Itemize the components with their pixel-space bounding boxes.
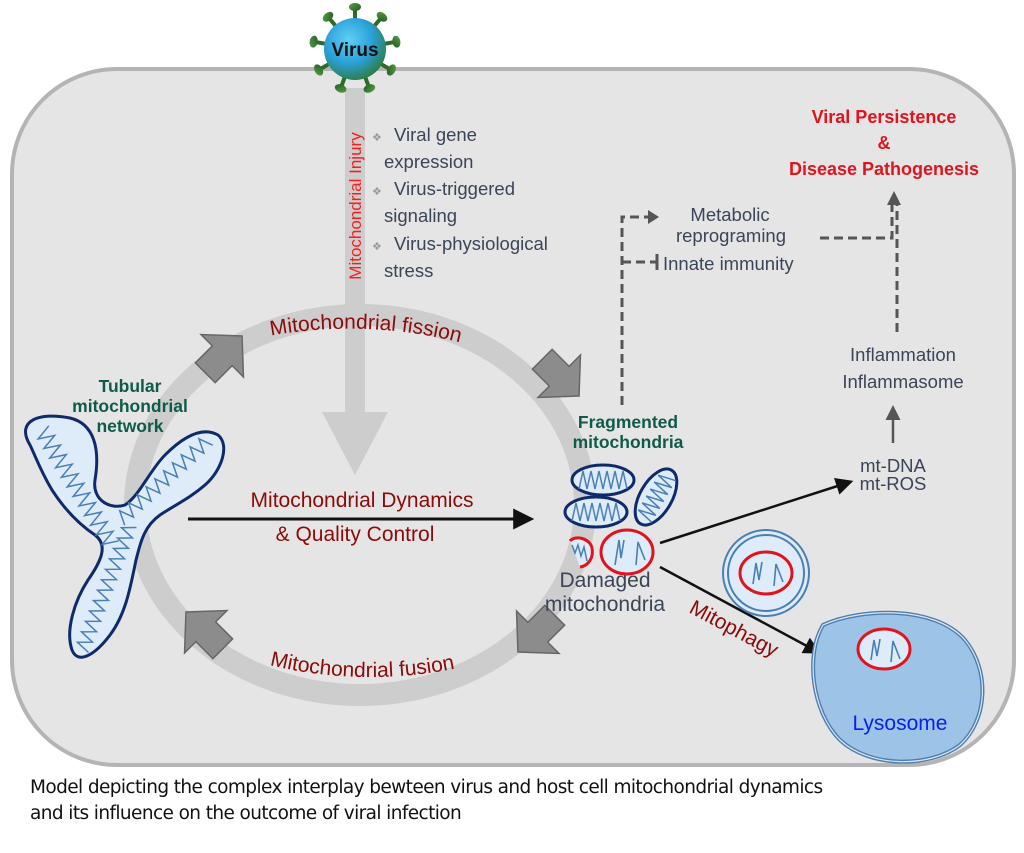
cause-1-line1: Viral gene — [394, 124, 477, 145]
cause-3-line2: stress — [384, 260, 433, 281]
metabolic-label-line1: Metabolic — [690, 204, 769, 225]
injury-shaft — [345, 88, 365, 418]
injury-arrowhead — [322, 412, 388, 475]
quality-control-label: & Quality Control — [276, 523, 435, 546]
cause-1-line2: expression — [384, 151, 473, 172]
inflammasome-label: Inflammasome — [842, 371, 963, 392]
virus-spike-tip — [376, 11, 388, 22]
tubular-label-line3: network — [96, 416, 163, 436]
lysosome-label: Lysosome — [853, 712, 948, 735]
virus-spike-tip — [322, 11, 334, 22]
mt-ros-label: mt-ROS — [860, 473, 927, 494]
cycle-arrow-fission-start — [194, 333, 245, 384]
dashed-metabolic-to-outcome — [820, 205, 894, 240]
virus-spike-tip — [363, 84, 376, 93]
metabolic-label-line2: reprograming — [676, 225, 786, 246]
damaged-label-line2: mitochondria — [545, 593, 666, 616]
fragmented-label-line1: Fragmented — [578, 412, 678, 432]
tubular-mitochondrial-network — [24, 414, 226, 659]
virus-icon: Virus — [309, 3, 401, 93]
virus-spike-tip — [314, 64, 324, 76]
cycle-arrow-fusion-start — [515, 604, 566, 655]
dashed-from-fragmented — [620, 215, 648, 405]
injury-causes-list: ❖ Viral gene expression ❖ Virus-triggere… — [372, 124, 548, 281]
tubular-label-line2: mitochondrial — [72, 396, 188, 416]
caption-line2: and its influence on the outcome of vira… — [30, 803, 462, 824]
virus-spike-tip — [386, 64, 396, 76]
figure-caption: Model depicting the complex interplay be… — [30, 775, 1010, 827]
mt-dna-label: mt-DNA — [860, 455, 926, 476]
innate-immunity-label: Innate immunity — [663, 253, 794, 274]
mitochondrial-injury-label: Mitochondrial Injury — [346, 132, 365, 280]
cause-2-line2: signaling — [384, 205, 457, 226]
outcome-arrowhead — [887, 191, 901, 205]
damaged-mitochondria — [568, 528, 655, 576]
bullet-icon: ❖ — [372, 241, 382, 253]
fragmented-label-line2: mitochondria — [573, 432, 684, 452]
autophagosome — [722, 529, 810, 617]
bullet-icon: ❖ — [372, 132, 382, 144]
cycle-arrow-fission-end — [531, 348, 582, 399]
arrow-to-mtdna — [659, 477, 854, 545]
fragmented-mitochondria — [563, 463, 679, 529]
cycle-arrow-fusion-end — [183, 609, 234, 660]
cause-2-line1: Virus-triggered — [394, 178, 515, 199]
lysosome — [811, 610, 985, 764]
virus-spike-tip — [309, 35, 318, 48]
metabolic-arrowhead — [648, 210, 659, 224]
damaged-label-line1: Damaged — [559, 569, 650, 592]
outcome-line1: Viral Persistence — [812, 107, 957, 127]
cause-3-line1: Virus-physiological — [394, 233, 548, 254]
dashed-pathways — [620, 205, 899, 405]
virus-spike-tip — [349, 3, 361, 11]
outcome-line3: Disease Pathogenesis — [789, 159, 979, 179]
arrow-to-lysosome — [659, 565, 822, 654]
virus-label: Virus — [331, 40, 378, 61]
bullet-icon: ❖ — [372, 186, 382, 198]
dynamics-label: Mitochondrial Dynamics — [251, 489, 474, 512]
caption-line1: Model depicting the complex interplay be… — [30, 777, 823, 798]
virus-spike-tip — [334, 84, 347, 93]
inflammation-label: Inflammation — [850, 344, 956, 365]
tubular-label-line1: Tubular — [99, 376, 162, 396]
virus-spike-tip — [392, 35, 401, 48]
outcome-line2: & — [878, 133, 891, 153]
